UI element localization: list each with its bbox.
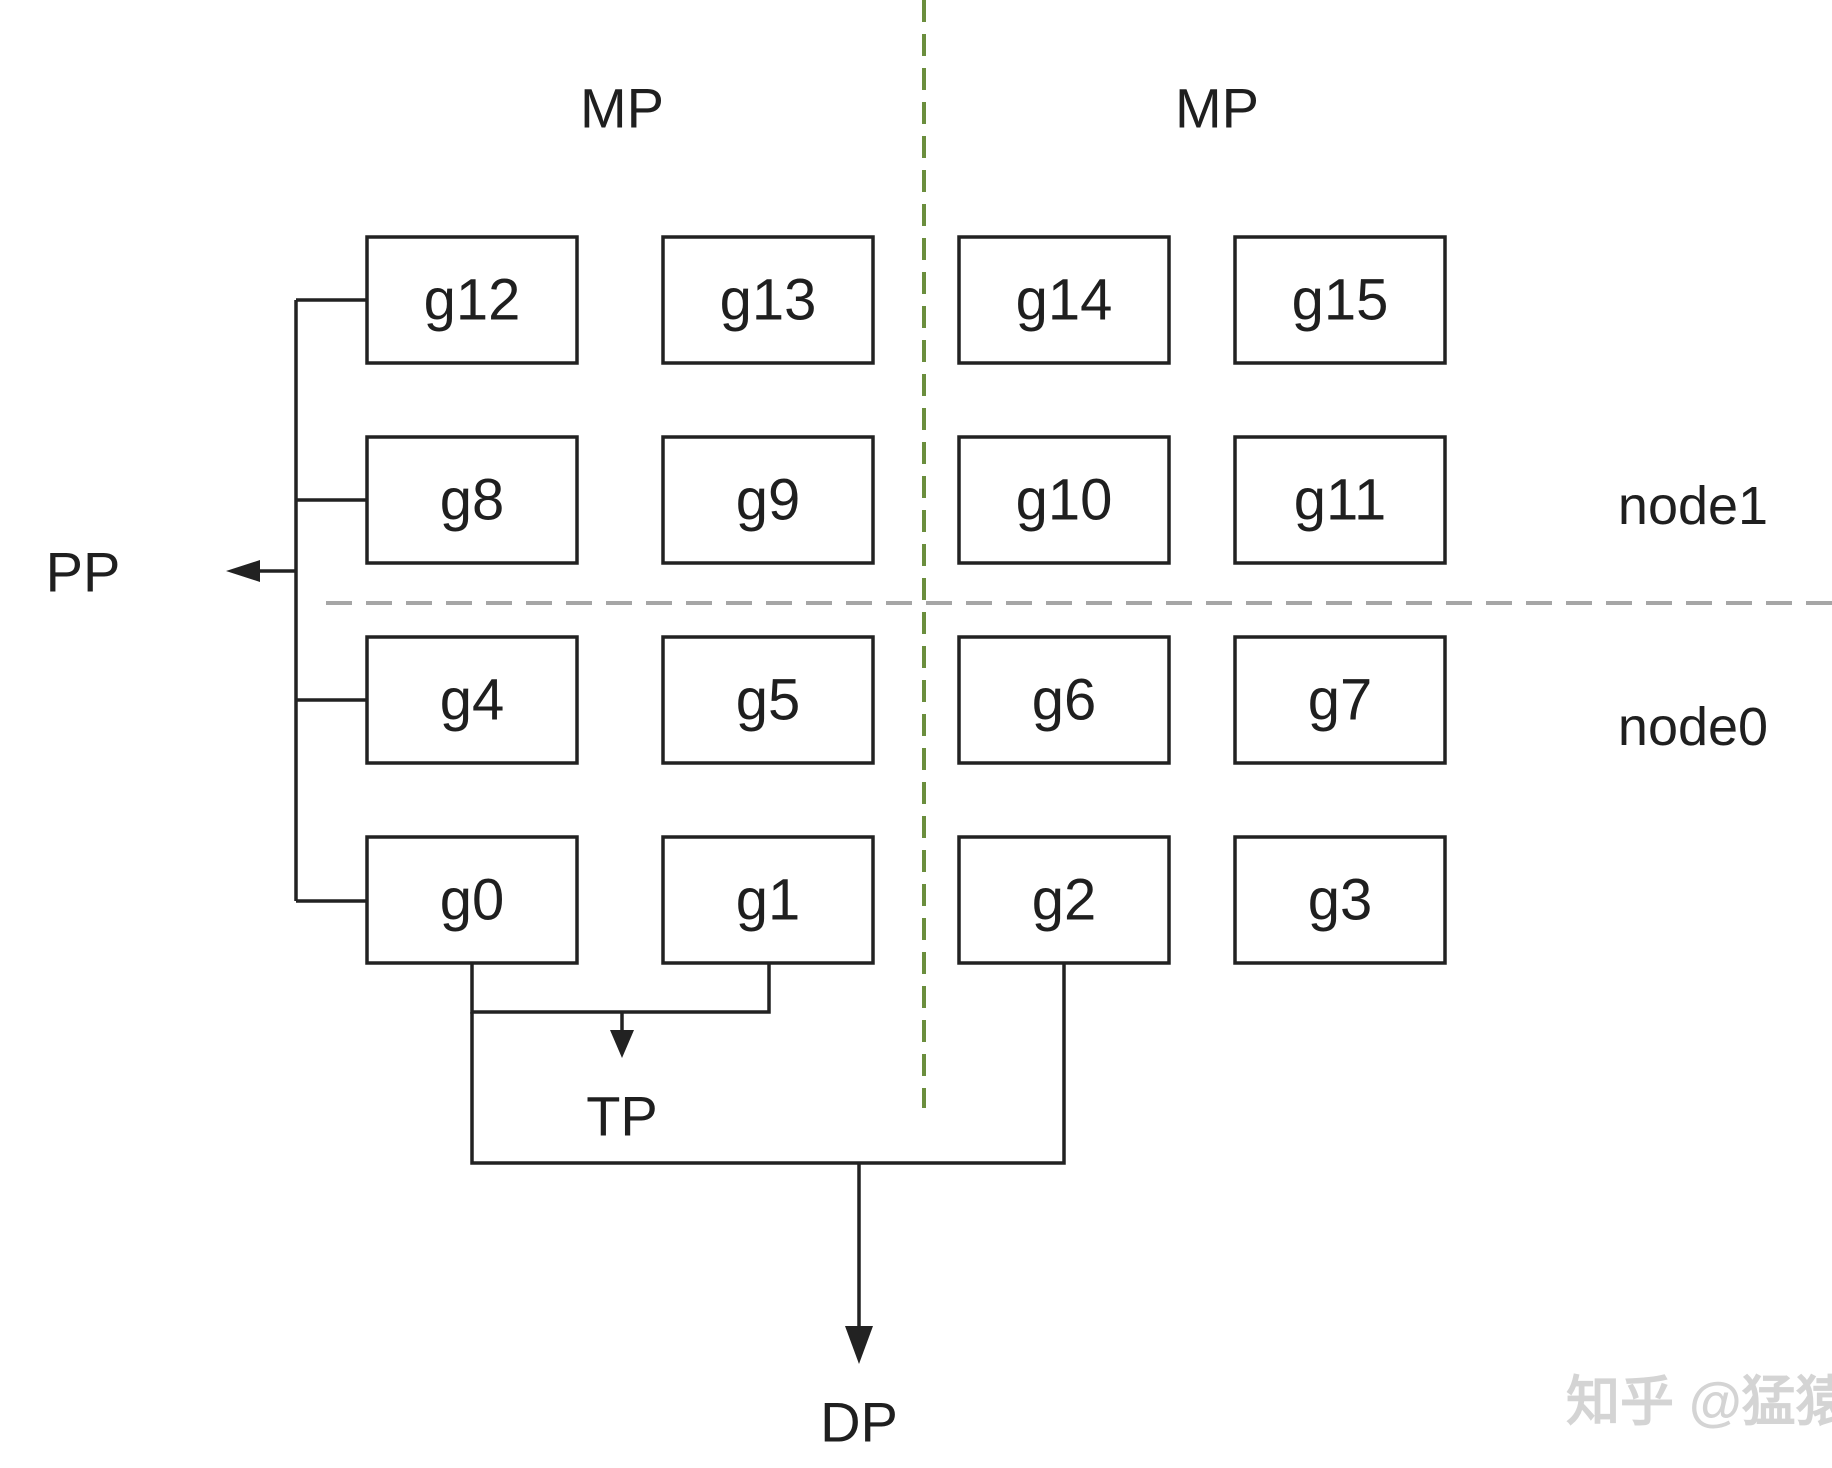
gpu-label: g5 xyxy=(736,668,801,733)
gpu-label: g11 xyxy=(1294,468,1386,533)
gpu-box-g9: g9 xyxy=(661,435,875,565)
tp-connector xyxy=(470,963,771,1058)
tp-label: TP xyxy=(586,1085,658,1148)
node0-label: node0 xyxy=(1618,697,1768,757)
gpu-box-frame xyxy=(1233,235,1447,365)
gpu-label: g3 xyxy=(1308,868,1373,933)
gpu-box-g11: g11 xyxy=(1233,435,1447,565)
gpu-box-frame xyxy=(661,235,875,365)
gpu-label: g15 xyxy=(1292,268,1389,333)
gpu-box-g1: g1 xyxy=(661,835,875,965)
mp-label-right: MP xyxy=(1175,77,1259,140)
node1-label: node1 xyxy=(1618,476,1768,536)
tp-arrow-icon xyxy=(610,1030,634,1058)
gpu-box-g2: g2 xyxy=(957,835,1171,965)
gpu-box-frame xyxy=(957,835,1171,965)
gpu-label: g14 xyxy=(1016,268,1113,333)
gpu-label: g10 xyxy=(1016,468,1113,533)
pp-label: PP xyxy=(46,541,121,604)
gpu-box-frame xyxy=(957,435,1171,565)
gpu-box-g7: g7 xyxy=(1233,635,1447,765)
gpu-box-g14: g14 xyxy=(957,235,1171,365)
gpu-box-frame xyxy=(661,635,875,765)
gpu-label: g1 xyxy=(736,868,801,933)
gpu-box-frame xyxy=(365,435,579,565)
gpu-box-frame xyxy=(365,835,579,965)
gpu-box-frame xyxy=(957,635,1171,765)
gpu-label: g6 xyxy=(1032,668,1097,733)
pp-arrow-icon xyxy=(226,560,260,582)
dp-label: DP xyxy=(820,1391,898,1454)
gpu-label: g8 xyxy=(440,468,505,533)
pp-connector xyxy=(226,298,367,903)
gpu-label: g13 xyxy=(720,268,817,333)
dp-connector xyxy=(470,963,1066,1364)
gpu-box-g15: g15 xyxy=(1233,235,1447,365)
mp-label-left: MP xyxy=(580,77,664,140)
gpu-box-g4: g4 xyxy=(365,635,579,765)
gpu-box-frame xyxy=(365,235,579,365)
gpu-box-g10: g10 xyxy=(957,435,1171,565)
gpu-box-g8: g8 xyxy=(365,435,579,565)
dp-arrow-icon xyxy=(845,1326,873,1364)
gpu-box-g12: g12 xyxy=(365,235,579,365)
gpu-box-g13: g13 xyxy=(661,235,875,365)
gpu-box-g0: g0 xyxy=(365,835,579,965)
gpu-label: g9 xyxy=(736,468,801,533)
gpu-label: g7 xyxy=(1308,668,1373,733)
watermark-text: 知乎 @猛猿 xyxy=(1566,1372,1832,1432)
gpu-box-frame xyxy=(957,235,1171,365)
gpu-box-g3: g3 xyxy=(1233,835,1447,965)
gpu-box-frame xyxy=(1233,635,1447,765)
gpu-label: g12 xyxy=(424,268,521,333)
gpu-box-frame xyxy=(365,635,579,765)
gpu-label: g2 xyxy=(1032,868,1097,933)
gpu-box-g6: g6 xyxy=(957,635,1171,765)
gpu-grid: g12 g13 g14 g15 g8 g9 g10 g11 g4 g5 g6 g7 g0 g1 g2 g3 xyxy=(365,235,1447,965)
gpu-box-frame xyxy=(661,435,875,565)
gpu-box-g5: g5 xyxy=(661,635,875,765)
gpu-label: g4 xyxy=(440,668,505,733)
gpu-box-frame xyxy=(1233,835,1447,965)
gpu-box-frame xyxy=(661,835,875,965)
gpu-label: g0 xyxy=(440,868,505,933)
gpu-box-frame xyxy=(1233,435,1447,565)
